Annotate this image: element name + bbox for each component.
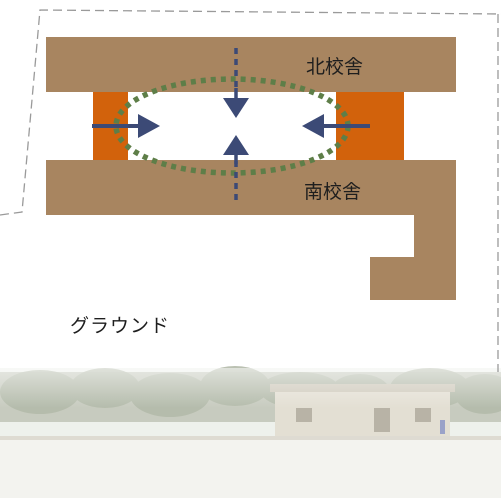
arrow-up — [223, 135, 249, 200]
north-school-label: 北校舎 — [306, 56, 364, 78]
site-boundary — [0, 9, 501, 216]
south-school-label: 南校舎 — [304, 181, 362, 203]
wind-arrows — [92, 48, 370, 200]
arrow-down — [223, 48, 249, 118]
south-school-building — [46, 160, 456, 300]
background-photo — [0, 366, 501, 498]
arrow-left — [302, 114, 370, 138]
north-school-building — [46, 37, 456, 92]
arrow-right — [92, 114, 160, 138]
ground-label: グラウンド — [70, 315, 171, 337]
